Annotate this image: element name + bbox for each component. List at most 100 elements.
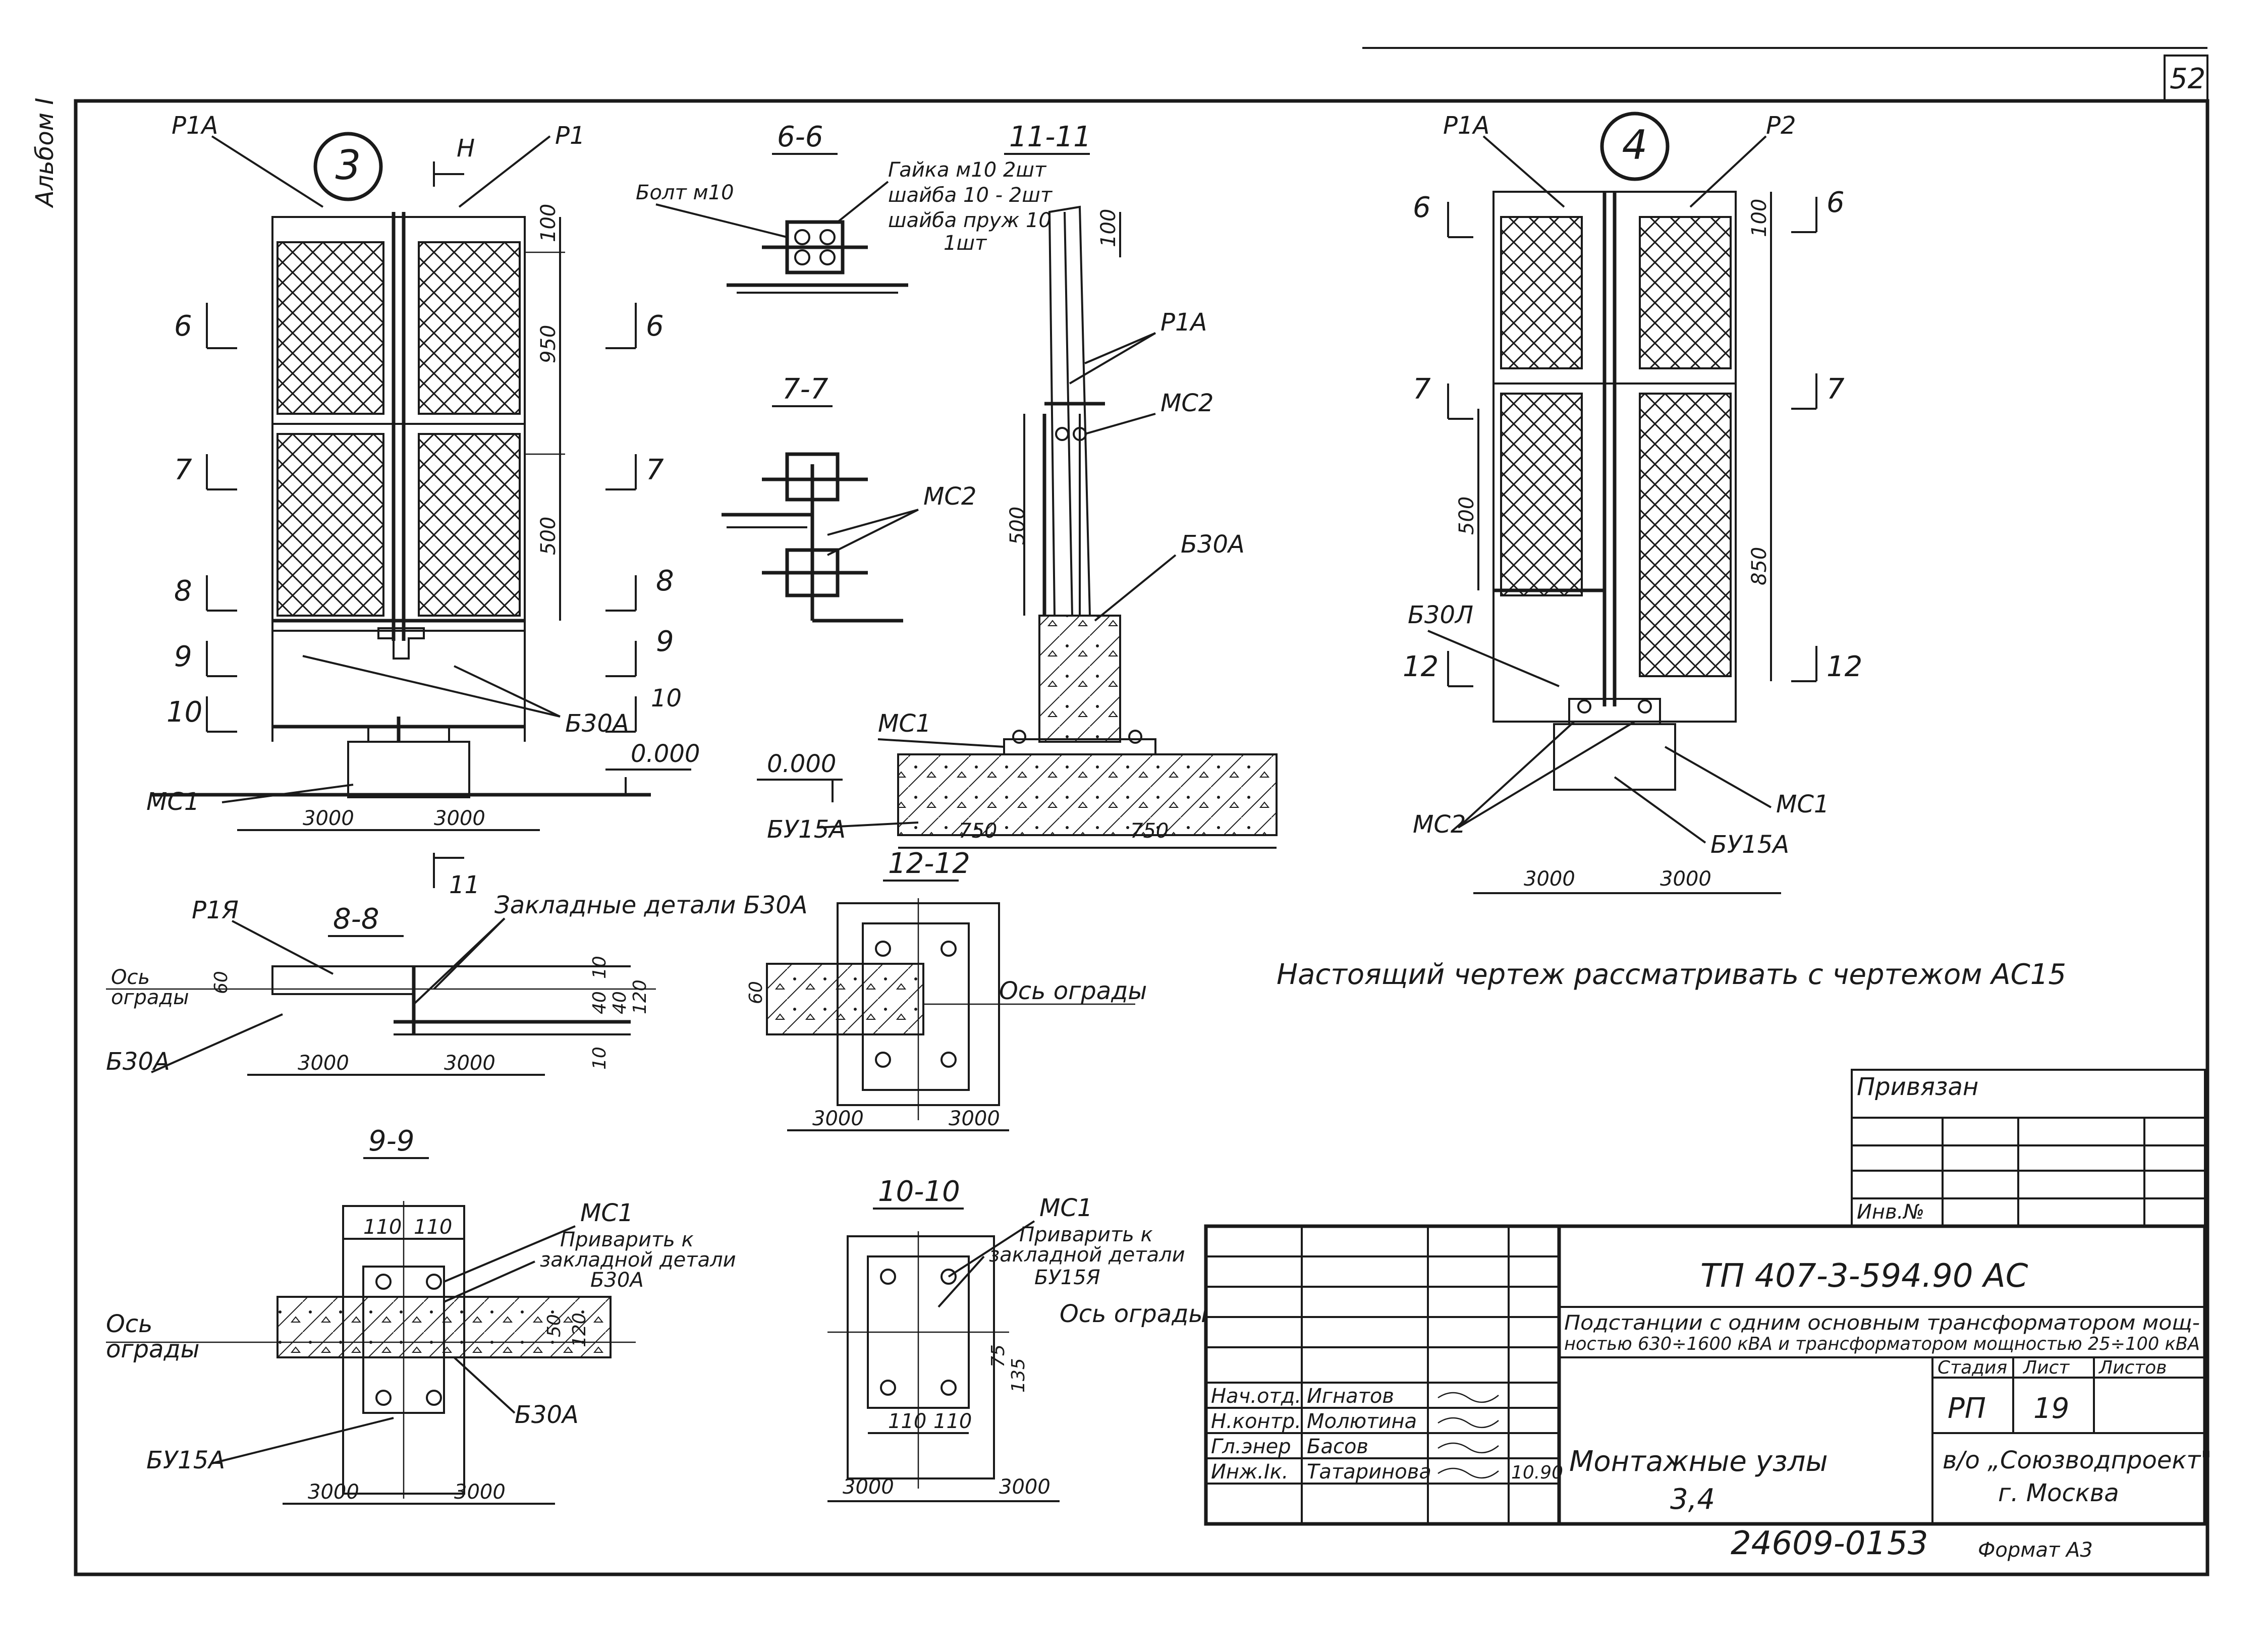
section-11-level: 0.000 [767, 750, 836, 778]
section-8-mark-p1a: Р1Я [192, 896, 239, 924]
section-7-7: 7-7 МС2 [722, 373, 976, 623]
org-line-1: в/о „Союзводпроект" [1943, 1446, 2211, 1474]
section-8-axis-a: Ось [111, 966, 150, 989]
node4-mark-b30a: Б30Л [1408, 601, 1473, 629]
node4-mark-p2: Р2 [1766, 112, 1796, 140]
node4-mark-mc1: МС1 [1776, 790, 1829, 818]
node-3-number: 3 [336, 142, 361, 189]
node4-mark-mc2: МС2 [1413, 810, 1466, 839]
section-11-11-title: 11-11 [1009, 121, 1091, 153]
node3-cut-7-right: 7 [646, 454, 664, 486]
album-label: Альбом I [31, 98, 59, 208]
section-9-mark-mc1: МС1 [580, 1199, 633, 1227]
signature-3 [1437, 1442, 1499, 1454]
node11-dim-100: 100 [1097, 209, 1120, 247]
section-8-dim-10-a: 10 [589, 956, 610, 979]
node3-section-11: 11 [449, 871, 480, 899]
section-9-axis-b: ограды [106, 1335, 200, 1363]
section-9-dim-110-a: 110 [363, 1216, 402, 1239]
node4-cut-12-left: 12 [1403, 650, 1439, 683]
section-8-dim-40-a: 40 [589, 991, 610, 1014]
node-3-view: 3 Р1А Р1 Н 100 950 500 6 7 [146, 112, 700, 899]
section-10-dim-75: 75 [988, 1344, 1009, 1367]
signer-1-name: Игнатов [1307, 1385, 1394, 1408]
node4-dim-3000-a: 3000 [1524, 867, 1575, 891]
signature-2 [1437, 1417, 1499, 1429]
signature-4 [1437, 1467, 1499, 1479]
node4-cut-6-left: 6 [1413, 191, 1431, 224]
section-6-6-title: 6-6 [777, 121, 823, 153]
section-12-axis: Ось ограды [999, 977, 1147, 1005]
node3-mark-b30a: Б30А [565, 709, 629, 738]
node-4-circle [1600, 112, 1670, 181]
signer-4-role: Инж.Iк. [1211, 1460, 1289, 1484]
section-12-dim-60: 60 [746, 981, 766, 1004]
archive-number: 24609-01 [1731, 1525, 1886, 1562]
section-10-dim-110-b: 110 [933, 1410, 972, 1433]
section-6-6: 6-6 Болт м10 Гайка м10 2шт шайба 10 - 2ш… [636, 121, 1053, 294]
section-9-9-title: 9-9 [368, 1125, 414, 1158]
section-11-mark-b30a: Б30А [1181, 530, 1245, 559]
sheet-value: 19 [2033, 1392, 2069, 1425]
node3-cut-8-left: 8 [174, 575, 192, 608]
node3-cut-9-left: 9 [174, 640, 192, 673]
signer-3-role: Гл.энер [1211, 1435, 1291, 1458]
stage-value: РП [1948, 1392, 1986, 1425]
sheet-label: Лист [2022, 1357, 2070, 1378]
section-12-dim-3000-b: 3000 [949, 1107, 1000, 1130]
sheets-label: Листов [2098, 1357, 2167, 1378]
section-9-axis-a: Ось [106, 1310, 152, 1338]
section-8-dim-3000-b: 3000 [444, 1052, 495, 1075]
section-10-dim-3000-a: 3000 [843, 1475, 894, 1499]
section-11-dim-750-b: 750 [1130, 819, 1169, 843]
stage-label: Стадия [1938, 1357, 2007, 1378]
section-8-axis-b: ограды [111, 986, 189, 1009]
section-9-dim-3000-b: 3000 [454, 1481, 506, 1504]
org-line-2: г. Москва [1998, 1479, 2119, 1507]
drawing-title-2: 3,4 [1670, 1483, 1715, 1516]
node4-cut-12-right: 12 [1827, 650, 1862, 683]
section-11-mark-mc2: МС2 [1160, 389, 1213, 417]
node3-cut-10-right: 10 [651, 684, 682, 713]
node4-dim-500: 500 [1455, 497, 1478, 535]
node3-dim-950: 950 [537, 325, 560, 363]
node11-dim-500: 500 [1006, 507, 1029, 545]
signer-2-role: Н.контр. [1211, 1410, 1301, 1433]
section-9-weld-2: закладной детали [540, 1248, 736, 1272]
section-10-10-title: 10-10 [878, 1175, 960, 1208]
node4-mark-by15a: БУ15А [1710, 831, 1789, 859]
sheet-number: 52 [2170, 63, 2205, 95]
inv-label: Инв.№ [1857, 1200, 1924, 1224]
node3-cut-7-left: 7 [174, 454, 192, 486]
section-8-8-title: 8-8 [333, 903, 379, 936]
node3-level: 0.000 [631, 740, 700, 768]
section-11-mark-mc1: МС1 [878, 709, 931, 738]
section-10-axis: Ось ограды [1060, 1300, 1207, 1328]
section-9-dim-3000-a: 3000 [308, 1481, 359, 1504]
section-7-7-title: 7-7 [782, 373, 828, 406]
section-8-dim-120: 120 [630, 979, 650, 1014]
section-9-mark-b30a: Б30А [515, 1401, 579, 1429]
node4-mark-p1a: Р1А [1443, 112, 1489, 140]
section-9-dim-110-b: 110 [414, 1216, 452, 1239]
section-9-dim-50: 50 [544, 1314, 565, 1337]
node4-dim-850: 850 [1748, 547, 1771, 585]
section-11-11: 11-11 500 100 Р1А МС2 Б30А МС1 0.000 БУ1… [757, 121, 1278, 849]
section-10-weld-3: БУ15Я [1034, 1266, 1100, 1289]
section-12-12: 12-12 Ось ограды 60 3000 3000 [746, 847, 1147, 1131]
section-11-mark-by15a: БУ15А [767, 815, 846, 844]
node4-cut-6-right: 6 [1827, 186, 1845, 219]
section-9-weld-1: Приварить к [560, 1228, 694, 1251]
section-9-mark-by15a: БУ15А [146, 1446, 225, 1474]
section-11-dim-750-a: 750 [959, 819, 997, 843]
node3-dim-3000-a: 3000 [303, 807, 354, 830]
signer-1-role: Нач.отд. [1211, 1385, 1301, 1408]
spring-washer-qty: 1шт [944, 232, 987, 255]
embedded-parts-note: Закладные детали Б30А [494, 891, 808, 919]
section-9-dim-120: 120 [569, 1312, 590, 1347]
node4-cut-7-right: 7 [1827, 373, 1845, 406]
section-8-dim-60: 60 [211, 971, 232, 994]
spring-washer-note: шайба пруж 10 [888, 209, 1052, 232]
signer-2-name: Молютина [1307, 1410, 1417, 1433]
